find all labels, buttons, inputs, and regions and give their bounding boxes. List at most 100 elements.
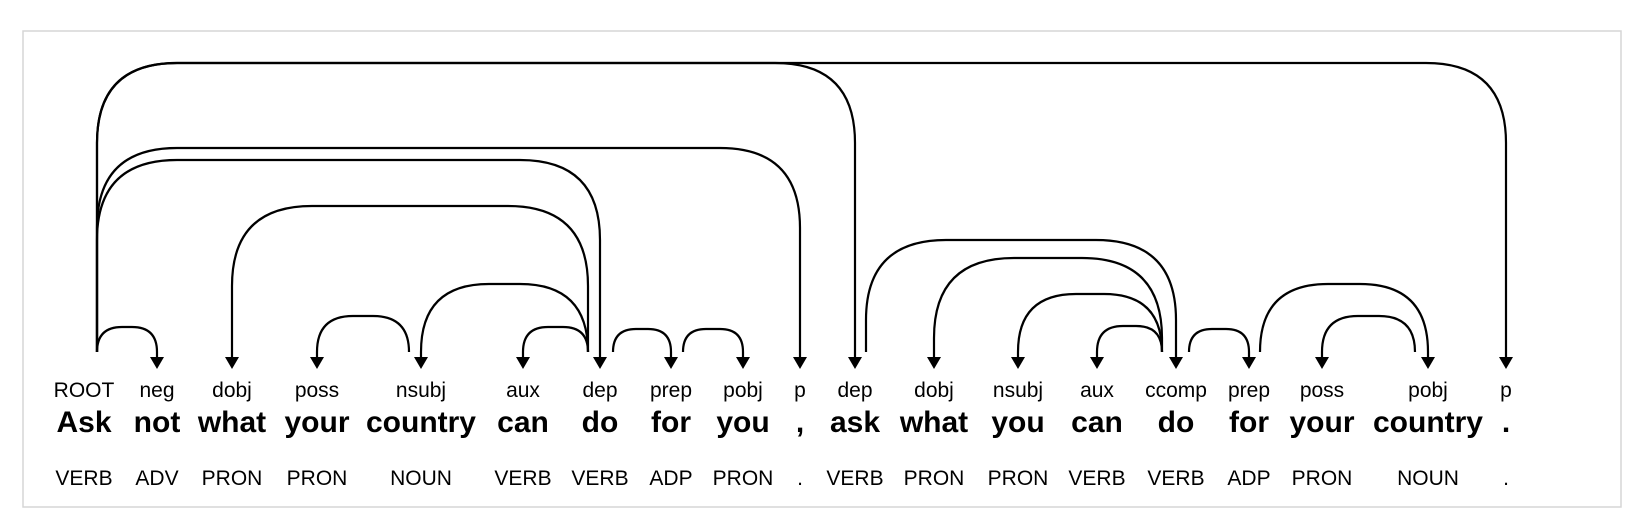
pos-tag: NOUN — [390, 467, 452, 490]
pos-tag: VERB — [1147, 467, 1204, 490]
arc-line — [95, 61, 1508, 358]
dep-label: prep — [1228, 379, 1270, 402]
dep-label: pobj — [723, 379, 763, 402]
arc-dep-0-10 — [95, 61, 862, 369]
arcs-layer — [95, 61, 1513, 369]
arc-line — [521, 325, 590, 358]
arrowhead-icon — [1499, 357, 1513, 369]
pos-tag: VERB — [55, 467, 112, 490]
arrowhead-icon — [927, 357, 941, 369]
word: , — [796, 406, 804, 439]
arc-line — [1095, 324, 1164, 358]
arc-line — [95, 61, 857, 358]
arc-aux-6-5 — [516, 325, 590, 369]
arc-dep-0-6 — [95, 158, 607, 369]
word: your — [284, 406, 349, 439]
arc-poss-17-16 — [1315, 314, 1417, 369]
pos-tag: PRON — [287, 467, 348, 490]
pos-tag: PRON — [904, 467, 965, 490]
arc-line — [1016, 292, 1164, 358]
pos-tag: PRON — [202, 467, 263, 490]
arc-ccomp-10-14 — [864, 238, 1183, 369]
arc-line — [1187, 327, 1251, 358]
arc-pobj-15-17 — [1258, 282, 1435, 369]
dep-label: aux — [1080, 379, 1114, 402]
arc-line — [419, 282, 590, 358]
arrowhead-icon — [225, 357, 239, 369]
pos-tag: . — [1503, 467, 1509, 490]
pos-tag: ADV — [135, 467, 178, 490]
word: for — [1229, 406, 1269, 439]
arc-dobj-14-11 — [927, 256, 1164, 369]
arrowhead-icon — [1421, 357, 1435, 369]
token-18: p.. — [1500, 379, 1512, 490]
arrowhead-icon — [1315, 357, 1329, 369]
dep-label: dobj — [914, 379, 954, 402]
arc-line — [95, 146, 802, 358]
tokens-layer: ROOTAskVERBnegnotADVdobjwhatPRONpossyour… — [54, 379, 1512, 490]
arc-line — [932, 256, 1164, 358]
word: your — [1289, 406, 1354, 439]
diagram-frame — [22, 30, 1622, 508]
arc-line — [230, 204, 590, 358]
arc-line — [95, 325, 159, 358]
dep-label: neg — [139, 379, 174, 402]
word: what — [197, 406, 266, 439]
word: ask — [830, 406, 880, 439]
arrowhead-icon — [848, 357, 862, 369]
arc-pobj-7-8 — [681, 327, 750, 369]
arrowhead-icon — [593, 357, 607, 369]
arc-aux-14-13 — [1090, 324, 1164, 369]
dep-label: nsubj — [993, 379, 1043, 402]
word: what — [899, 406, 968, 439]
arc-line — [1320, 314, 1417, 358]
word: do — [1158, 406, 1195, 439]
arrowhead-icon — [1242, 357, 1256, 369]
pos-tag: PRON — [988, 467, 1049, 490]
arc-line — [95, 158, 602, 358]
arc-prep-14-15 — [1187, 327, 1256, 369]
arrowhead-icon — [664, 357, 678, 369]
word: for — [651, 406, 691, 439]
arc-line — [864, 238, 1178, 358]
pos-tag: ADP — [1227, 467, 1270, 490]
arc-line — [681, 327, 745, 358]
word: country — [366, 406, 476, 439]
pos-tag: VERB — [826, 467, 883, 490]
arc-p-0-9 — [95, 146, 807, 369]
arrowhead-icon — [414, 357, 428, 369]
pos-tag: ADP — [649, 467, 692, 490]
arc-line — [611, 327, 673, 358]
arrowhead-icon — [1011, 357, 1025, 369]
pos-tag: VERB — [571, 467, 628, 490]
dep-label: aux — [506, 379, 540, 402]
token-9: p,. — [794, 379, 806, 490]
arrowhead-icon — [516, 357, 530, 369]
pos-tag: NOUN — [1397, 467, 1459, 490]
word: can — [497, 406, 549, 439]
word: can — [1071, 406, 1123, 439]
arrowhead-icon — [736, 357, 750, 369]
pos-tag: VERB — [1068, 467, 1125, 490]
dep-label: p — [794, 379, 806, 402]
dep-label: dep — [837, 379, 872, 402]
pos-tag: . — [797, 467, 803, 490]
dep-label: dobj — [212, 379, 252, 402]
arrowhead-icon — [310, 357, 324, 369]
pos-tag: VERB — [494, 467, 551, 490]
word: country — [1373, 406, 1483, 439]
dep-label: prep — [650, 379, 692, 402]
arc-line — [1258, 282, 1430, 358]
arc-nsubj-6-4 — [414, 282, 590, 369]
dep-label: poss — [1300, 379, 1344, 402]
